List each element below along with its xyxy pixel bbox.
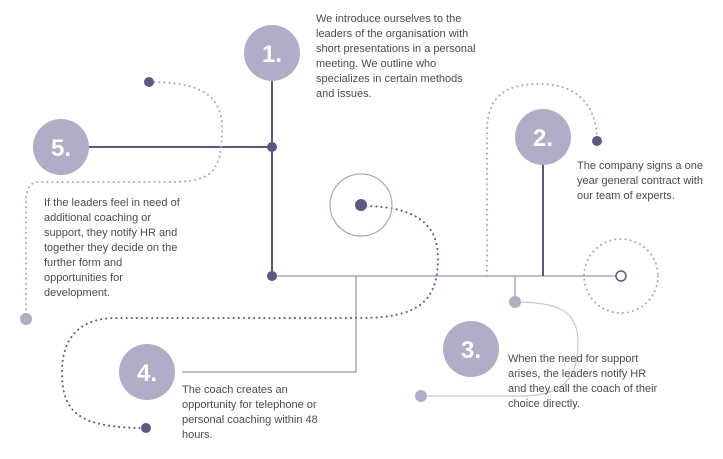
line-step4-connector [182,276,357,373]
dotted-ring-end [583,238,659,314]
connector-lines [88,80,617,397]
dot-step5-start [144,77,154,87]
step-1-circle: 1. [244,25,300,81]
step-3-number: 3. [461,337,481,364]
step-4-number: 4. [137,360,157,387]
dot-step3-junction [509,296,521,308]
dot-step3-end [415,390,427,402]
step-circles: 1. 2. 3. 4. 5. [33,25,571,400]
dotted-path-step2 [486,82,598,277]
junction-dots [20,77,627,433]
line-step3-curve [421,301,579,397]
dot-center [355,199,367,211]
dot-step4-end [141,423,151,433]
step-1-number: 1. [262,41,282,68]
step-1-text: We introduce ourselves to the leaders of… [316,13,476,100]
step-4-text: The coach creates an opportunity for tel… [182,384,318,441]
dot-junction-step5 [267,142,277,152]
step-5-text: If the leaders feel in need of additiona… [44,197,180,299]
step-3-circle: 3. [443,321,499,377]
step-3-text: When the need for support arises, the le… [508,353,658,410]
dot-hollow-end [615,270,627,282]
step-5-circle: 5. [33,119,89,175]
center-ring [329,173,393,237]
step-2-text: The company signs a one year general con… [577,160,703,202]
dotted-paths [25,81,659,429]
step-2-number: 2. [533,125,553,152]
step-4-circle: 4. [119,344,175,400]
step-2-circle: 2. [515,109,571,165]
dot-junction-main [267,271,277,281]
dotted-path-step4 [60,205,440,429]
step-5-number: 5. [51,135,71,162]
dot-step2-end [592,136,602,146]
dot-step5-end [20,313,32,325]
